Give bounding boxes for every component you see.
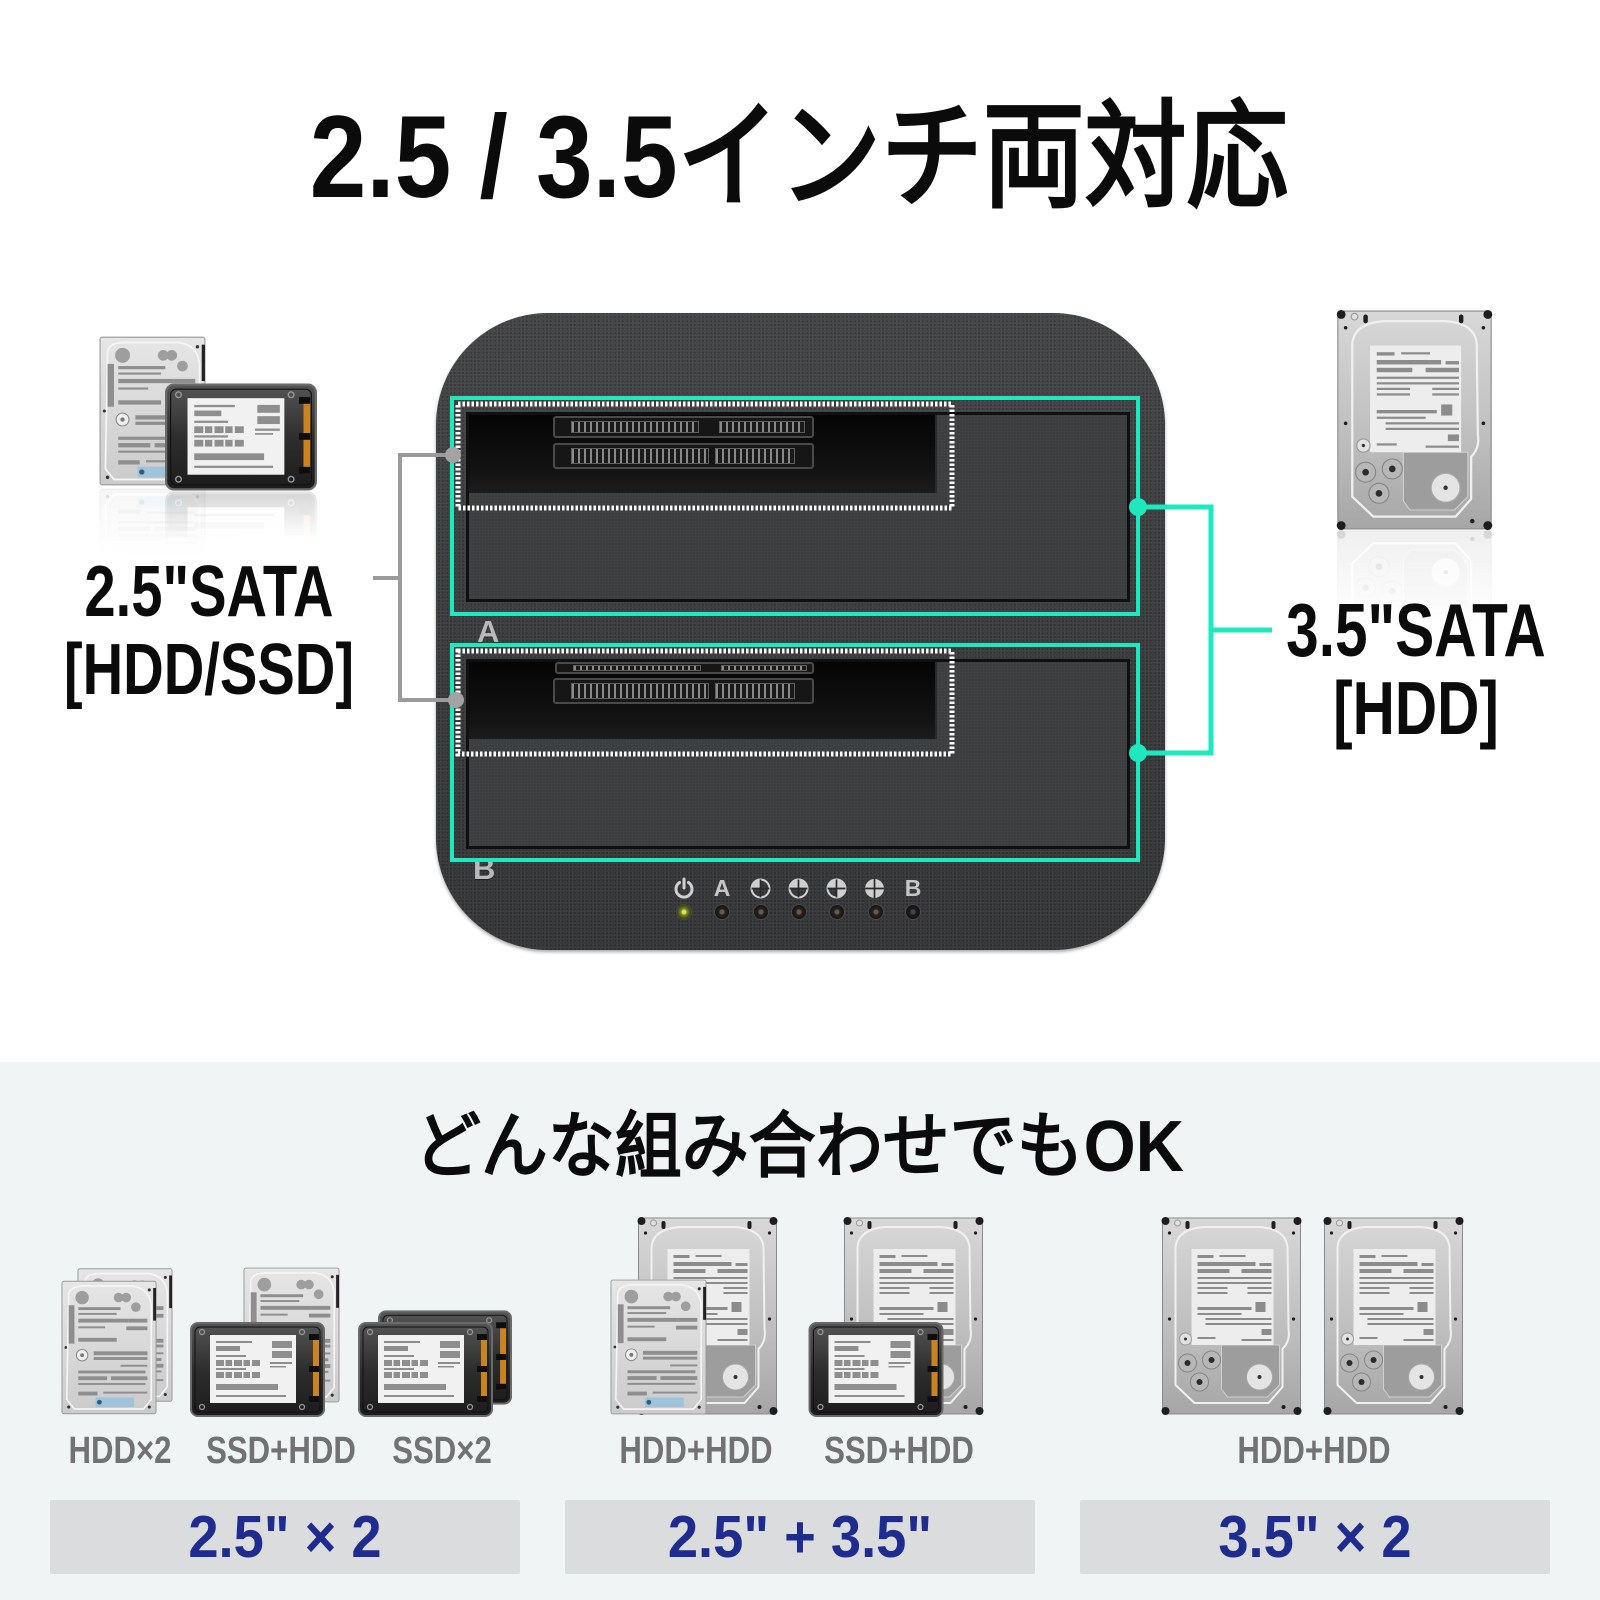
indicator-b-label: B: [904, 875, 922, 901]
right-label-types: [HDD]: [1333, 666, 1499, 750]
progress-25-icon: [750, 878, 771, 899]
combo-label-ssd-hdd: SSD+HDD: [206, 1430, 356, 1472]
left-label-types: [HDD/SSD]: [63, 630, 355, 710]
progress-50-led: [792, 905, 806, 919]
indicator-a-label: A: [713, 875, 731, 901]
bay-2.5-dotted-boxes: [455, 401, 955, 757]
summary-text: 3.5" × 2: [1218, 1504, 1412, 1570]
bay-a-sata-connector-lower: [553, 443, 814, 469]
summary-box-3.5x2: 3.5" × 2: [1080, 1500, 1550, 1574]
ssd-2.5-icon: [808, 1322, 944, 1417]
power-icon: [674, 877, 694, 899]
bay-a-sata-connector-upper: [553, 416, 814, 438]
right-label-interface: 3.5"SATA: [1286, 588, 1546, 672]
bay-a-label: A: [477, 614, 500, 649]
combo-label-ssd-x2: SSD×2: [392, 1430, 492, 1472]
left-label-interface: 2.5"SATA: [84, 552, 334, 632]
hdd-2.5-icon: [610, 1277, 707, 1417]
callout-overlay: [373, 396, 1272, 862]
combo-label-ssd-hdd: SSD+HDD: [824, 1430, 974, 1472]
summary-text: 2.5" × 2: [188, 1504, 382, 1570]
progress-25-led: [754, 905, 768, 919]
bay-3.5-highlight-boxes: [450, 396, 1140, 862]
bay-b-sata-connector-upper: [555, 662, 814, 674]
progress-75-icon: [826, 878, 847, 899]
power-led: [677, 905, 691, 919]
bay-b-led: [906, 905, 920, 919]
bay-b-sata-connector-lower: [553, 678, 814, 704]
left-bracket-connector: [373, 447, 464, 708]
hdd-3.5-icon: [1323, 1217, 1464, 1415]
hdd-3.5-icon: [1161, 1217, 1302, 1415]
progress-100-icon: [865, 879, 884, 898]
progress-75-led: [830, 905, 844, 919]
bay-a-led: [715, 905, 729, 919]
combinations-heading: どんな組み合わせでもOK: [413, 1107, 1185, 1187]
combo-label-hdd-hdd: HDD+HDD: [619, 1430, 773, 1472]
summary-box-2.5-plus-3.5: 2.5" + 3.5": [565, 1500, 1035, 1574]
combo-label-hdd-hdd: HDD+HDD: [1237, 1430, 1391, 1472]
page-title: 2.5 / 3.5インチ両対応: [309, 91, 1289, 222]
ssd-2.5-icon: [190, 1322, 325, 1417]
right-bracket-connector: [1129, 498, 1272, 762]
summary-box-2.5x2: 2.5" × 2: [50, 1500, 520, 1574]
ssd-2.5-icon: [358, 1322, 493, 1417]
progress-100-led: [869, 905, 883, 919]
summary-text: 2.5" + 3.5": [667, 1504, 933, 1570]
hdd-2.5-icon: [61, 1278, 157, 1417]
combo-label-hdd-x2: HDD×2: [68, 1430, 172, 1472]
progress-50-icon: [788, 878, 809, 899]
